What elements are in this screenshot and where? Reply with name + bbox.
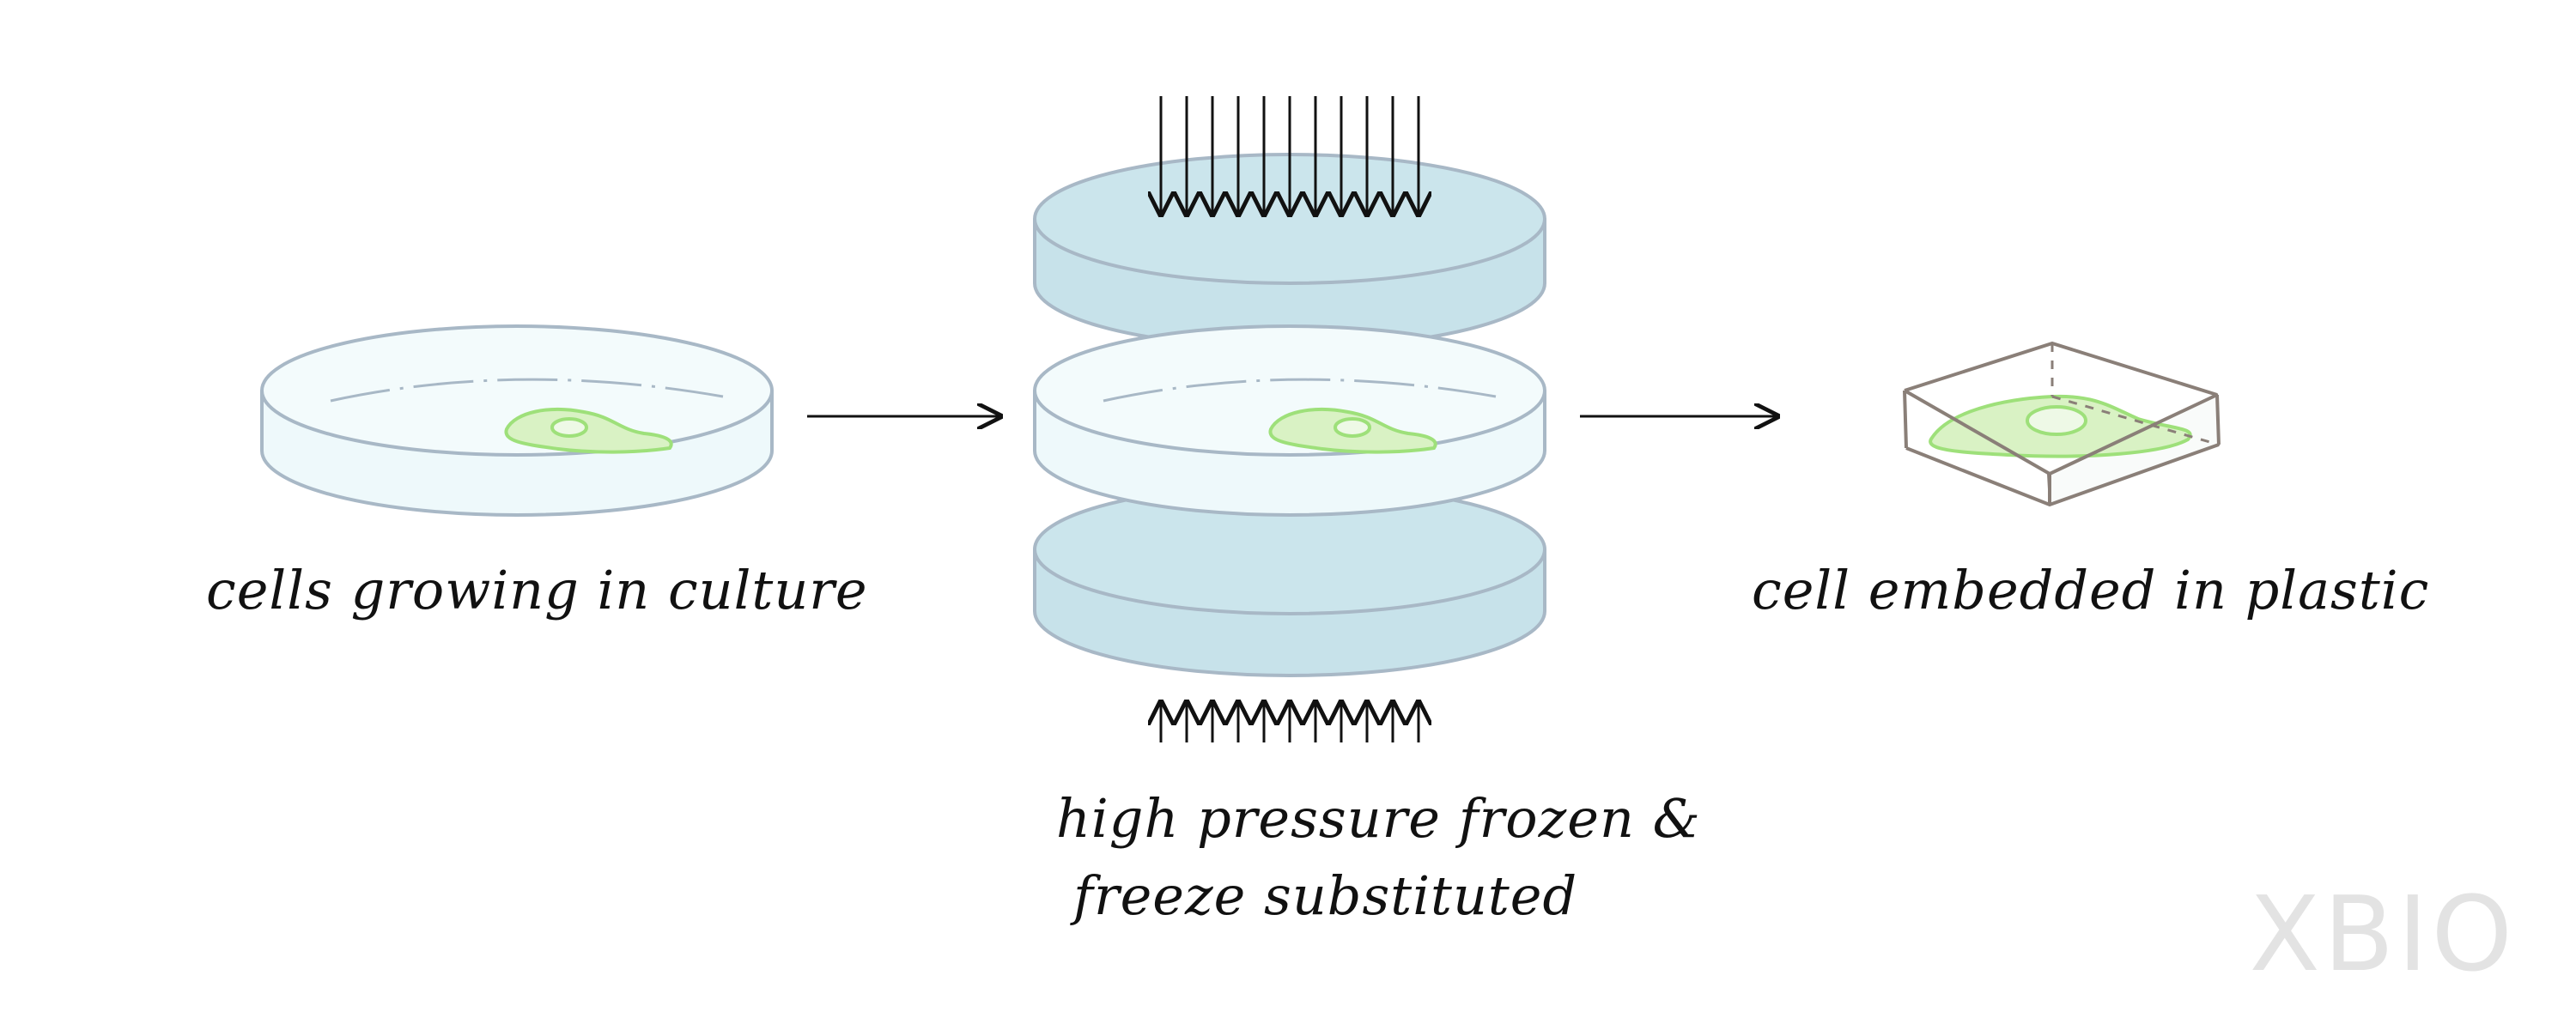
label-freeze-substituted: freeze substituted (1073, 864, 1578, 927)
xbio-watermark-logo: XBIO (2249, 876, 2516, 995)
petri-dish-icon (260, 324, 774, 517)
label-high-pressure-frozen: high pressure frozen & (1056, 787, 1701, 850)
cell-icon (1268, 407, 1437, 454)
cell-icon (504, 407, 673, 454)
bottom-plate-icon (1033, 483, 1546, 677)
label-cells-growing-in-culture: cells growing in culture (206, 559, 868, 621)
resin-block-icon (1903, 341, 2221, 507)
down-arrows-icon (1161, 96, 1419, 215)
label-cell-embedded-in-plastic: cell embedded in plastic (1752, 559, 2430, 621)
up-arrows-icon (1161, 702, 1419, 742)
middle-dish-icon (1033, 324, 1546, 517)
